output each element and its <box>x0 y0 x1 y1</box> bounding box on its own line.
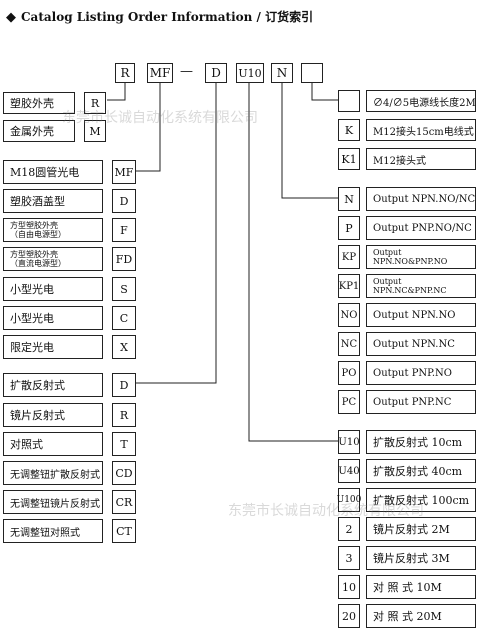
shape-label: M18圆管光电 <box>3 160 103 184</box>
shape-code: MF <box>112 160 136 184</box>
shape-code: F <box>112 218 136 242</box>
detection-label: 无调整钮对照式 <box>3 519 103 543</box>
distance-code: U10 <box>338 430 360 454</box>
header-code-connection <box>301 63 323 83</box>
connection-label: M12接头15cm电线式 <box>366 119 476 141</box>
shape-code: C <box>112 306 136 330</box>
distance-label: 对 照 式 10M <box>366 575 476 599</box>
detection-code: CT <box>112 519 136 543</box>
output-code: KP <box>338 245 360 269</box>
output-code: N <box>338 187 360 211</box>
diamond-bullet-icon: ◆ <box>6 10 16 25</box>
distance-code: 10 <box>338 575 360 599</box>
connection-label: M12接头式 <box>366 148 476 170</box>
output-code: NC <box>338 332 360 356</box>
shape-label: 塑胶酒盖型 <box>3 189 103 213</box>
output-label: Output PNP.NO <box>366 361 476 385</box>
distance-code: U40 <box>338 459 360 483</box>
output-code: KP1 <box>338 274 360 298</box>
shape-code: FD <box>112 247 136 271</box>
output-label: Output NPN.NO&PNP.NO <box>366 245 476 269</box>
catalog-title: ◆ Catalog Listing Order Information / 订货索… <box>6 8 313 25</box>
connection-label: ∅4/∅5电源线长度2M <box>366 90 476 112</box>
header-dash: — <box>180 64 193 79</box>
detection-label: 无调整钮镜片反射式 <box>3 490 103 514</box>
detection-code: R <box>112 403 136 427</box>
detection-label: 镜片反射式 <box>3 403 103 427</box>
detection-code: CD <box>112 461 136 485</box>
connection-code: K <box>338 119 360 141</box>
detection-code: T <box>112 432 136 456</box>
detection-label: 对照式 <box>3 432 103 456</box>
output-code: PO <box>338 361 360 385</box>
shape-code: X <box>112 335 136 359</box>
output-label: Output PNP.NC <box>366 390 476 414</box>
header-code-housing: R <box>115 63 135 83</box>
distance-label: 扩散反射式 10cm <box>366 430 476 454</box>
header-code-distance: U10 <box>236 63 264 83</box>
distance-code: 3 <box>338 546 360 570</box>
shape-label: 限定光电 <box>3 335 103 359</box>
output-label: Output NPN.NO <box>366 303 476 327</box>
detection-label: 扩散反射式 <box>3 373 103 397</box>
shape-code: D <box>112 189 136 213</box>
distance-code: U100 <box>337 488 361 512</box>
detection-label: 无调整钮扩散反射式 <box>3 461 103 485</box>
shape-label: 方型塑胶外壳 （直流电源型） <box>3 247 103 271</box>
shape-code: S <box>112 277 136 301</box>
distance-label: 镜片反射式 3M <box>366 546 476 570</box>
output-label: Output PNP.NO/NC <box>366 216 476 240</box>
housing-label-plastic: 塑胶外壳 <box>3 92 75 114</box>
housing-code-plastic: R <box>84 92 106 114</box>
header-code-output: N <box>271 63 293 83</box>
shape-label: 小型光电 <box>3 306 103 330</box>
shape-label: 方型塑胶外壳 （自由电源型） <box>3 218 103 242</box>
output-code: NO <box>338 303 360 327</box>
housing-label-metal: 金属外壳 <box>3 120 75 142</box>
header-code-shape: MF <box>147 63 173 83</box>
distance-label: 镜片反射式 2M <box>366 517 476 541</box>
connection-code <box>338 90 360 112</box>
distance-label: 扩散反射式 40cm <box>366 459 476 483</box>
output-code: PC <box>338 390 360 414</box>
output-label: Output NPN.NC&PNP.NC <box>366 274 476 298</box>
detection-code: CR <box>112 490 136 514</box>
distance-code: 2 <box>338 517 360 541</box>
output-label: Output NPN.NC <box>366 332 476 356</box>
output-code: P <box>338 216 360 240</box>
housing-code-metal: M <box>84 120 106 142</box>
distance-code: 20 <box>338 604 360 628</box>
header-code-detection: D <box>205 63 227 83</box>
distance-label: 对 照 式 20M <box>366 604 476 628</box>
detection-code: D <box>112 373 136 397</box>
shape-label: 小型光电 <box>3 277 103 301</box>
connection-code: K1 <box>338 148 360 170</box>
catalog-title-text: Catalog Listing Order Information / 订货索引 <box>21 10 314 24</box>
output-label: Output NPN.NO/NC <box>366 187 476 211</box>
distance-label: 扩散反射式 100cm <box>366 488 476 512</box>
